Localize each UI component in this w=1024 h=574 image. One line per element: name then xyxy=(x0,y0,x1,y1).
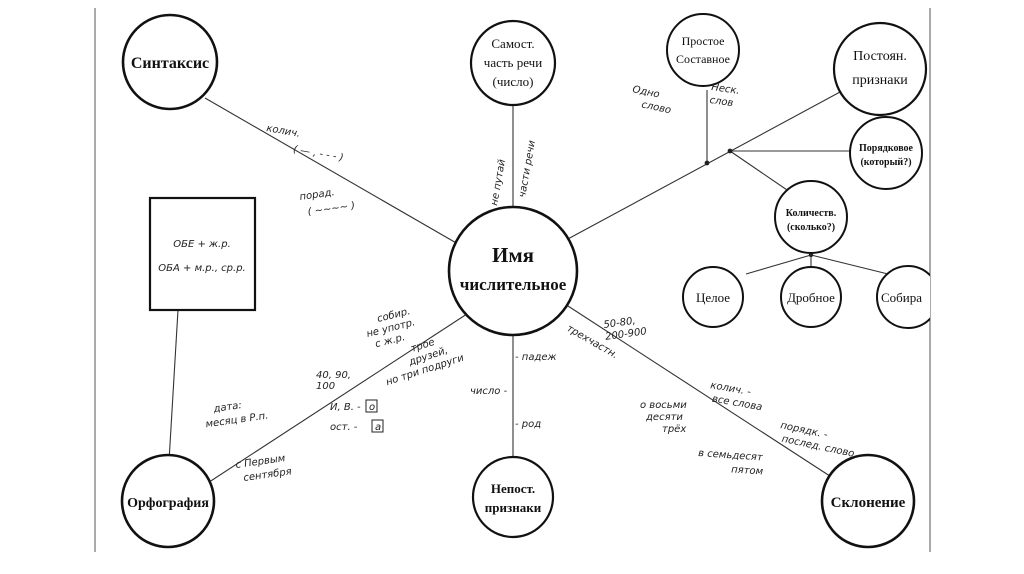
edge-const-features xyxy=(565,91,841,241)
quantitative-line2: (сколько?) xyxy=(787,222,835,233)
note-porad-text: порад. xyxy=(299,187,335,203)
note-chasti-rechi-text: части речи xyxy=(517,139,538,198)
collective-label: Собира xyxy=(881,290,922,305)
obe-box: ОБЕ + ж.р. ОБА + м.р., ср.р. xyxy=(148,196,257,312)
pos-label-line2: часть речи xyxy=(484,55,542,70)
structure-label-line1: Простое xyxy=(682,34,725,48)
note-nesk-line2: слов xyxy=(709,95,734,109)
whole-label: Целое xyxy=(696,290,730,305)
node-quantitative: Количеств. (сколько?) xyxy=(774,180,848,254)
node-part-of-speech: Самост. часть речи (число) xyxy=(469,19,557,107)
node-structure: Простое Составное xyxy=(666,13,740,87)
note-ne-putai: не путай xyxy=(489,158,508,206)
orthography-label: Орфография xyxy=(127,496,209,511)
note-chasti-rechi: части речи xyxy=(517,139,538,198)
note-data-line1: дата: xyxy=(212,400,243,415)
node-nonconst-features: Непост. признаки xyxy=(471,455,555,539)
edge-quantitative xyxy=(729,150,791,193)
note-ipvp-box: о xyxy=(369,402,375,413)
note-nums-40: 40, 90, 100 xyxy=(316,370,351,392)
node-center: Имя числительное xyxy=(447,205,579,337)
center-label-line1: Имя xyxy=(492,243,534,267)
note-nums50-line1: 50-80, xyxy=(603,316,636,331)
note-kolich-symbol: ( — , - - - ) xyxy=(292,144,344,164)
edge-syntax xyxy=(204,97,459,245)
node-declension: Склонение xyxy=(820,453,916,549)
node-fraction: Дробное xyxy=(780,266,842,328)
note-poryadk: порядк. - послед. слово xyxy=(779,420,855,460)
obe-line2: ОБА + м.р., ср.р. xyxy=(158,263,245,274)
obe-line1: ОБЕ + ж.р. xyxy=(173,239,231,250)
note-ovosmi-line2: десяти xyxy=(645,412,683,423)
note-kolich-text: колич. xyxy=(265,123,301,140)
note-padezh: - падеж xyxy=(515,352,557,363)
const-features-line2: признаки xyxy=(852,73,908,88)
note-nums40-line2: 100 xyxy=(316,381,335,392)
node-syntax: Синтаксис xyxy=(121,13,219,111)
note-kolichvse-line2: все слова xyxy=(711,394,763,414)
note-vsemidesyat-line2: пятом xyxy=(731,464,764,477)
note-odno-line1: Одно xyxy=(631,84,660,100)
node-whole: Целое xyxy=(682,266,744,328)
edge-declension xyxy=(567,305,837,481)
node-collective: Собира xyxy=(876,265,930,329)
note-porad-symbol: ( ~~~~ ) xyxy=(307,200,356,218)
const-features-line1: Постоян. xyxy=(853,49,907,64)
node-ordinal: Порядковое (который?) xyxy=(849,116,923,190)
node-orthography: Орфография xyxy=(120,453,216,549)
note-nums-50: 50-80, 200-900 xyxy=(603,316,648,343)
note-ost-box: а xyxy=(375,422,381,433)
edge-whole xyxy=(745,254,812,275)
note-ne-putai-text: не путай xyxy=(489,158,508,206)
nonconst-line1: Непост. xyxy=(491,481,535,496)
note-ipvp-text: И, В. - xyxy=(330,402,361,413)
structure-label-line2: Составное xyxy=(676,52,730,66)
note-ost-text: ост. - xyxy=(330,422,358,433)
quantitative-line1: Количеств. xyxy=(786,208,837,219)
pos-label-line1: Самост. xyxy=(491,36,534,51)
edge-collective xyxy=(810,254,889,275)
node-const-features: Постоян. признаки xyxy=(832,21,928,117)
junction-dot xyxy=(727,148,733,154)
fraction-label: Дробное xyxy=(787,290,835,305)
note-ovosmi-line1: о восьми xyxy=(640,400,687,411)
note-s-pervym: с Первым сентября xyxy=(235,453,293,484)
note-data: дата: месяц в Р.п. xyxy=(205,400,269,430)
note-kolich: колич. ( — , - - - ) xyxy=(265,123,344,164)
junction-dot xyxy=(704,160,710,166)
center-label-line2: числительное xyxy=(460,275,567,294)
note-chislo: число - xyxy=(470,386,508,397)
note-cases: И, В. - о ост. - а xyxy=(330,399,384,433)
ordinal-line2: (который?) xyxy=(860,157,911,168)
syntax-label: Синтаксис xyxy=(131,55,209,72)
note-o-vosmi: о восьми десяти трёх xyxy=(640,400,687,435)
pos-label-line3: (число) xyxy=(493,74,534,89)
note-porad: порад. ( ~~~~ ) xyxy=(299,187,356,218)
note-nesk-slov: Неск. слов xyxy=(709,82,741,109)
edge-orthography xyxy=(199,311,471,489)
note-odno-slovo: Одно слово xyxy=(631,84,672,116)
edge-obe-box xyxy=(167,309,179,479)
note-v-semidesyat: в семьдесят пятом xyxy=(698,448,764,478)
note-nums40-line1: 40, 90, xyxy=(316,370,351,381)
declension-label: Склонение xyxy=(831,495,906,511)
note-rod: - род xyxy=(515,419,541,430)
note-odno-line2: слово xyxy=(640,99,672,116)
ordinal-line1: Порядковое xyxy=(859,143,914,154)
note-kolich-vse: колич. - все слова xyxy=(709,380,763,414)
note-nesk-line1: Неск. xyxy=(711,82,741,97)
note-ovosmi-line3: трёх xyxy=(662,424,686,435)
note-vsemidesyat-line1: в семьдесят xyxy=(698,448,764,464)
nonconst-line2: признаки xyxy=(485,500,542,515)
